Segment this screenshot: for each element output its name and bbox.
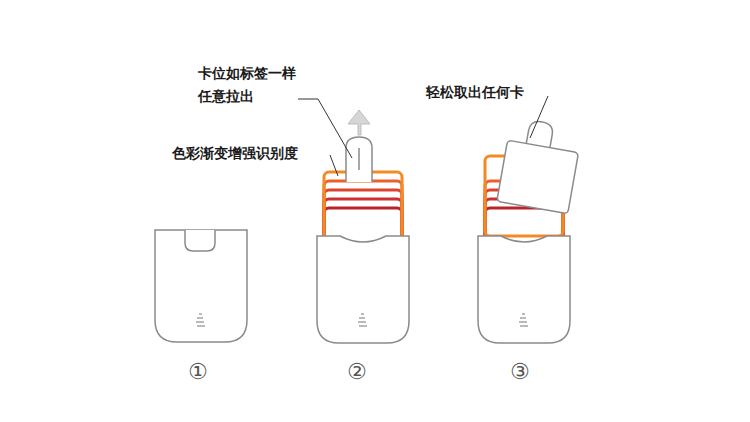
brand-logo bbox=[196, 314, 205, 326]
callout-text: 色彩渐变增强识别度 bbox=[172, 142, 342, 165]
step-number: ③ bbox=[510, 359, 540, 385]
wallet-body bbox=[155, 230, 247, 342]
step-number: ① bbox=[188, 359, 218, 385]
card bbox=[497, 140, 579, 214]
brand-logo bbox=[358, 314, 367, 326]
up-arrow bbox=[348, 110, 370, 135]
leader-line bbox=[298, 99, 352, 158]
pull-tab bbox=[185, 230, 215, 251]
wallet-body bbox=[478, 236, 570, 343]
closed-wallet bbox=[155, 230, 247, 342]
removed-card bbox=[497, 117, 583, 214]
wallet-card-removed bbox=[478, 96, 583, 343]
wallet-cards-raised bbox=[298, 99, 409, 343]
tab-slot bbox=[358, 148, 360, 170]
brand-logo bbox=[519, 314, 528, 326]
callout-text: 卡位如标签一样 任意拉出 bbox=[198, 62, 303, 108]
leader-line bbox=[330, 155, 338, 176]
leader-line bbox=[530, 96, 548, 138]
step-number: ② bbox=[347, 359, 377, 385]
wallet-body bbox=[317, 236, 409, 343]
callout-text: 轻松取出任何卡 bbox=[426, 81, 566, 104]
pull-tab bbox=[346, 137, 372, 182]
